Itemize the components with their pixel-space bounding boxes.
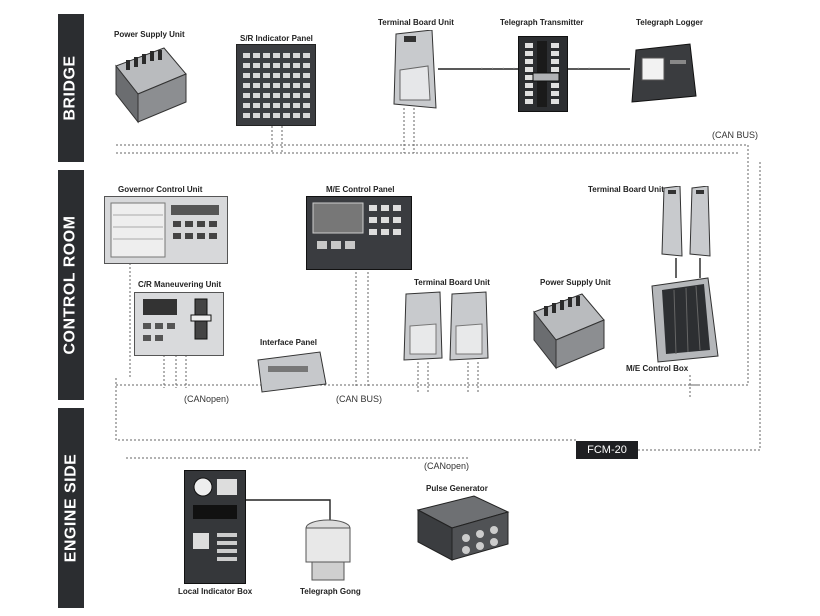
me-control-box xyxy=(648,276,720,364)
governor-control-unit xyxy=(104,196,228,264)
terminal-board-unit-bridge-label: Terminal Board Unit xyxy=(378,18,454,27)
power-supply-unit-cr xyxy=(530,290,606,370)
can-bus-top-label: (CAN BUS) xyxy=(712,130,759,140)
terminal-board-unit-cr-mid-label: Terminal Board Unit xyxy=(414,278,490,287)
can-bus-bridge-line xyxy=(116,144,749,386)
zone-control-room: CONTROL ROOM xyxy=(58,170,84,400)
can-bus-control-line xyxy=(115,378,576,441)
me-control-box-label: M/E Control Box xyxy=(626,364,689,373)
terminal-board-unit-bridge xyxy=(392,30,438,110)
power-supply-unit-cr-label: Power Supply Unit xyxy=(540,278,611,287)
power-supply-unit-bridge xyxy=(112,44,188,124)
local-indicator-box xyxy=(184,470,246,584)
telegraph-gong xyxy=(300,518,356,582)
power-supply-unit-bridge-label: Power Supply Unit xyxy=(114,30,185,39)
telegraph-transmitter xyxy=(518,36,568,112)
local-indicator-box-label: Local Indicator Box xyxy=(178,587,253,596)
governor-control-unit-label: Governor Control Unit xyxy=(118,185,203,194)
terminal-board-unit-cr-mid xyxy=(402,290,494,362)
interface-panel xyxy=(256,350,328,394)
me-control-panel-label: M/E Control Panel xyxy=(326,185,395,194)
sr-indicator-panel-label: S/R Indicator Panel xyxy=(240,34,313,43)
me-control-panel xyxy=(306,196,412,270)
terminal-board-unit-cr-right-label: Terminal Board Unit xyxy=(588,185,664,194)
sr-indicator-panel xyxy=(236,44,316,126)
cr-maneuvering-unit-label: C/R Maneuvering Unit xyxy=(138,280,222,289)
can-bus-bottom-label: (CAN BUS) xyxy=(336,394,383,404)
pulse-generator xyxy=(414,494,510,562)
zone-bridge: BRIDGE xyxy=(58,14,84,162)
canopen-engine-label: (CANopen) xyxy=(424,461,470,471)
pulse-generator-label: Pulse Generator xyxy=(426,484,488,493)
interface-panel-label: Interface Panel xyxy=(260,338,317,347)
zone-engine-side: ENGINE SIDE xyxy=(58,408,84,608)
fcm-20-module: FCM-20 xyxy=(576,441,638,459)
terminal-board-unit-cr-right xyxy=(660,186,716,258)
telegraph-gong-label: Telegraph Gong xyxy=(300,587,361,596)
telegraph-transmitter-label: Telegraph Transmitter xyxy=(500,18,584,27)
telegraph-logger xyxy=(628,40,698,106)
cr-maneuvering-unit xyxy=(134,292,224,356)
telegraph-logger-label: Telegraph Logger xyxy=(636,18,703,27)
canopen-left-label: (CANopen) xyxy=(184,394,230,404)
